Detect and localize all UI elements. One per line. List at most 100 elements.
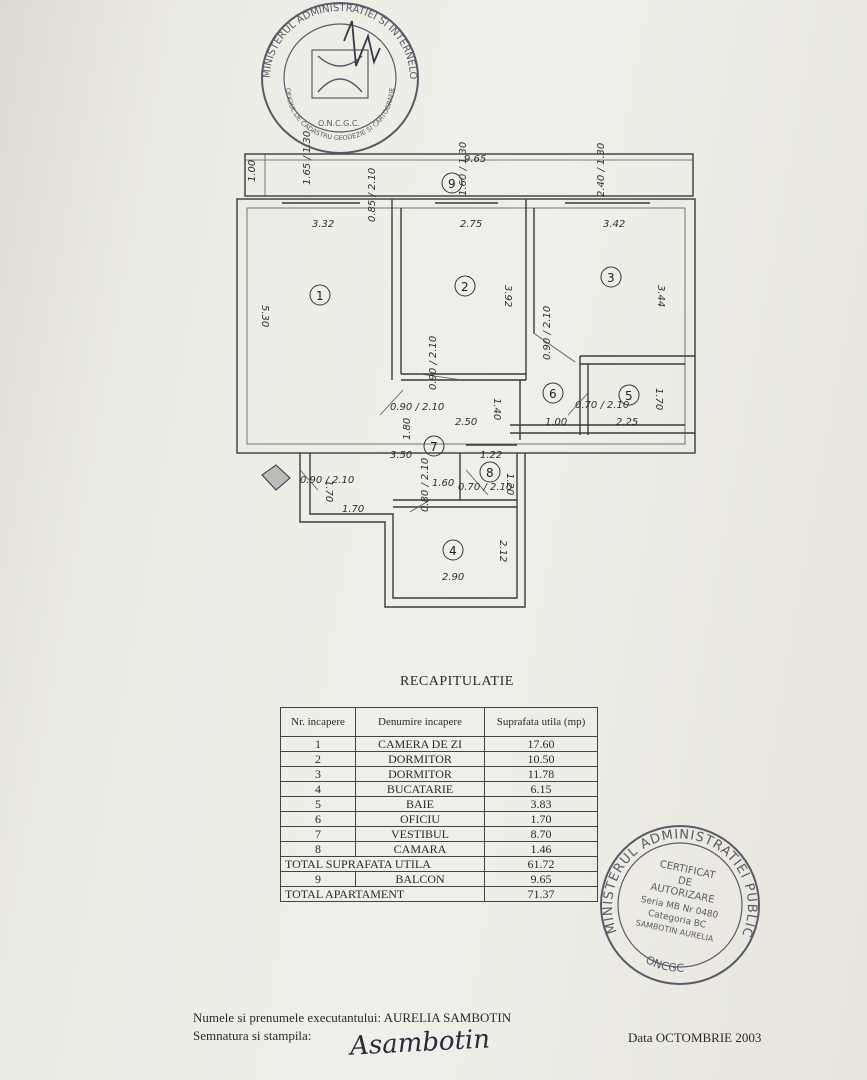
dim: 3.32	[312, 219, 334, 230]
room-number: 1	[316, 289, 324, 303]
dim: 1.40	[491, 398, 502, 420]
dim-total-width: 9.65	[464, 154, 486, 165]
dim: 1.60	[432, 478, 454, 489]
room-number: 3	[607, 271, 615, 285]
cell: BALCON	[355, 871, 485, 887]
dim: 0.90 / 2.10	[542, 306, 553, 360]
total-apt-value: 71.37	[484, 886, 598, 902]
cell: 1.70	[484, 811, 598, 827]
svg-text:ONCGC: ONCGC	[643, 953, 684, 975]
dim: 3.42	[603, 219, 625, 230]
column-header: Nr. incapere	[280, 707, 356, 737]
dim: 2.50	[455, 417, 477, 428]
cell: 3.83	[484, 796, 598, 812]
dim-balcony: 1.00	[247, 160, 258, 182]
document-date: Data OCTOMBRIE 2003	[628, 1030, 762, 1045]
cell: 10.50	[484, 751, 598, 767]
top-stamp: MINISTERUL ADMINISTRATIEI SI INTERNELOR …	[256, 0, 419, 154]
cell: 3	[280, 766, 356, 782]
cell: 6	[280, 811, 356, 827]
room-number: 9	[448, 177, 456, 191]
coat-of-arms-icon	[311, 49, 369, 99]
recap-title: RECAPITULATIE	[400, 674, 514, 689]
signature-label: Semnatura si stampila:	[193, 1028, 312, 1043]
dim: 5.30	[259, 305, 270, 327]
cell: CAMERA DE ZI	[355, 736, 485, 752]
cell: OFICIU	[355, 811, 485, 827]
room-number: 2	[461, 280, 469, 294]
room-number: 4	[449, 544, 457, 558]
apartment-outline	[236, 198, 696, 454]
cell: BAIE	[355, 796, 485, 812]
cell: 11.78	[484, 766, 598, 782]
stamp-bottom-text: ONCGC	[643, 953, 684, 975]
executant-line: Numele si prenumele executantului: AUREL…	[193, 1010, 512, 1025]
dim: 0.70 / 2.10	[458, 482, 512, 493]
cell: 2	[280, 751, 356, 767]
total-apt-row: TOTAL APARTAMENT 71.37	[280, 886, 598, 902]
column-header: Suprafata utila (mp)	[484, 707, 598, 737]
column-header: Denumire incapere	[355, 707, 485, 737]
dim: 2.40 / 1.30	[596, 143, 607, 197]
dim: 0.85 / 2.10	[367, 168, 378, 222]
dim: 1.00	[545, 417, 567, 428]
cell: DORMITOR	[355, 766, 485, 782]
dim: 1.70	[653, 388, 664, 410]
authorization-stamp: MINISTERUL ADMINISTRATIEI PUBLICE ONCGC …	[597, 822, 760, 985]
cell: 1	[280, 736, 356, 752]
dim: 3.92	[502, 285, 513, 307]
cell: 9.65	[484, 871, 598, 887]
recap-table: Nr. incapere Denumire incapere Suprafata…	[280, 707, 598, 902]
dim: 1.70	[323, 480, 334, 502]
dim: 1.80	[402, 418, 413, 440]
top-signature-scribble	[343, 20, 381, 67]
entrance-arrow-icon	[261, 464, 291, 491]
dim: 2.25	[616, 417, 638, 428]
cell: VESTIBUL	[355, 826, 485, 842]
dim: 3.50	[390, 450, 412, 461]
dim: 2.90	[442, 572, 464, 583]
dim: 0.90 / 2.10	[428, 336, 439, 390]
dim: 3.44	[655, 285, 666, 307]
cell: 4	[280, 781, 356, 797]
dim: 0.90 / 2.10	[390, 402, 444, 413]
top-stamp-ring: MINISTERUL ADMINISTRATIEI SI INTERNELOR	[256, 0, 418, 80]
dim: 0.70 / 2.10	[575, 400, 629, 411]
room-number: 7	[430, 440, 438, 454]
dim: 2.12	[497, 540, 508, 562]
total-util-value: 61.72	[484, 856, 598, 872]
svg-text:MINISTERUL ADMINISTRATIEI SI I: MINISTERUL ADMINISTRATIEI SI INTERNELOR	[256, 0, 418, 80]
cell: 1.46	[484, 841, 598, 857]
dim: 2.75	[460, 219, 482, 230]
dim: 1.22	[480, 450, 502, 461]
cell: 5	[280, 796, 356, 812]
cell: DORMITOR	[355, 751, 485, 767]
total-util-row: TOTAL SUPRAFATA UTILA 61.72	[280, 856, 598, 872]
room-number: 8	[486, 466, 494, 480]
room-number: 5	[625, 389, 633, 403]
cell: 17.60	[484, 736, 598, 752]
total-apt-label: TOTAL APARTAMENT	[280, 886, 485, 902]
cell: BUCATARIE	[355, 781, 485, 797]
cell: CAMARA	[355, 841, 485, 857]
dim: 1.20	[504, 473, 515, 495]
total-util-label: TOTAL SUPRAFATA UTILA	[280, 856, 485, 872]
floor-plan: 1 2 3 4 5 6 7 8 9 9.65 1.00 3.32 5.30 2.…	[236, 131, 696, 608]
cell: 8	[280, 841, 356, 857]
cell: 7	[280, 826, 356, 842]
cell: 6.15	[484, 781, 598, 797]
table-header-row: Nr. incapere Denumire incapere Suprafata…	[280, 707, 598, 737]
dim: 1.70	[342, 504, 364, 515]
balcony-outline	[244, 153, 694, 197]
dim: 1.60 / 1.30	[458, 142, 469, 196]
dim: 0.80 / 2.10	[420, 458, 431, 512]
dim: 0.90 / 2.10	[300, 475, 354, 486]
